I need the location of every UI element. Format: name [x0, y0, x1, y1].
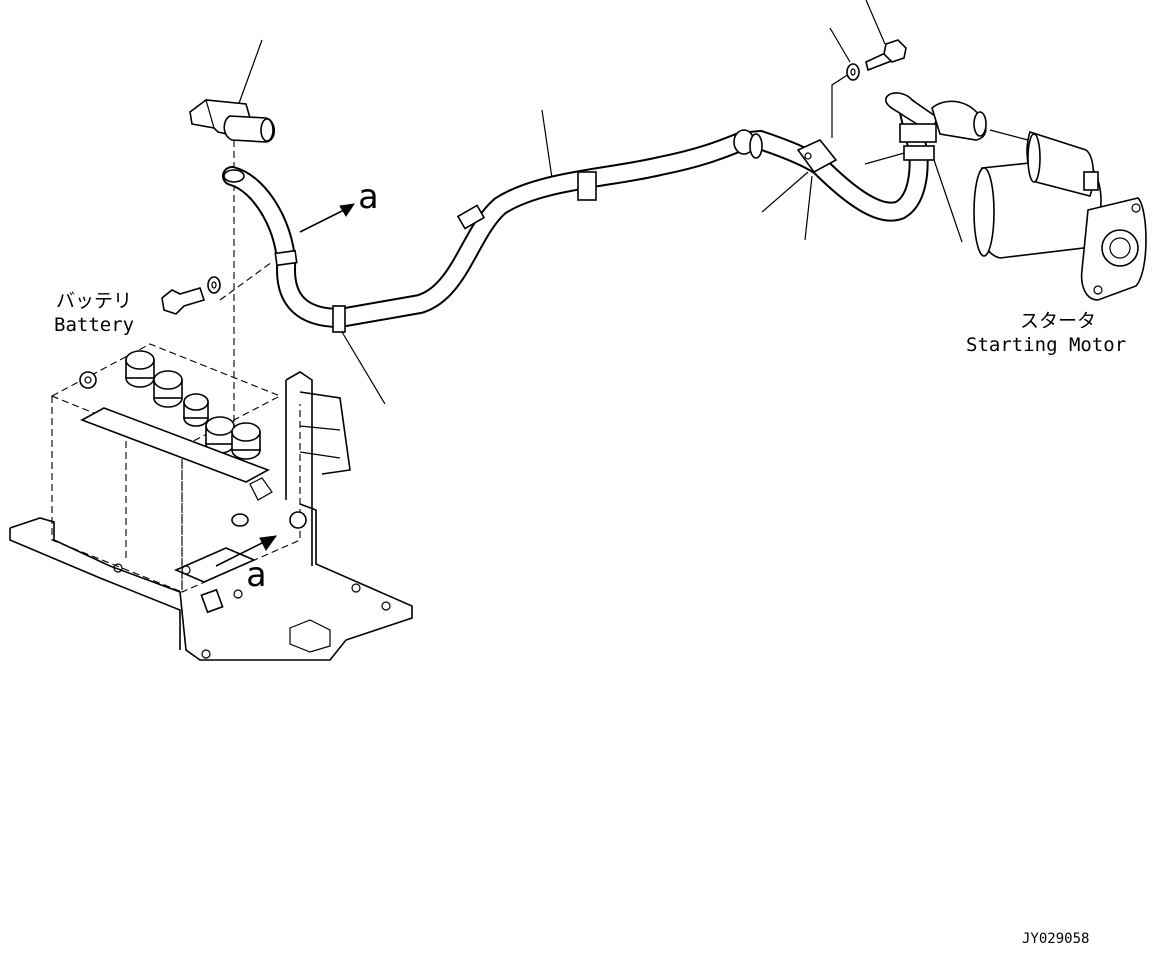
battery-label-jp: バッテリ	[56, 290, 132, 312]
leader-boot	[864, 151, 909, 165]
starter-boot-part	[885, 92, 987, 143]
leader-bolt-top	[865, 0, 886, 45]
leader-terminal-cover	[237, 39, 263, 107]
alignment-lines	[219, 140, 273, 470]
leader-washer	[829, 27, 851, 63]
bolt-washer-top	[846, 39, 907, 81]
starter-label-jp: スタータ	[1020, 310, 1096, 332]
bolt-washer-battery	[161, 276, 221, 315]
view-mark-top: a	[358, 177, 378, 217]
battery-cable	[222, 98, 935, 333]
leader-clamp-right	[761, 171, 809, 213]
leader-washer-chain	[831, 71, 853, 138]
view-mark-bottom: a	[246, 555, 266, 595]
leader-clamp-right-2	[804, 175, 813, 241]
starter-label-en: Starting Motor	[966, 334, 1126, 356]
leader-clamp-left	[341, 331, 386, 405]
leader-cable	[541, 109, 554, 186]
starting-motor-part	[973, 129, 1147, 301]
battery-assembly	[9, 343, 413, 661]
battery-label-en: Battery	[54, 314, 134, 336]
drawing-id: JY029058	[1022, 931, 1089, 947]
view-arrow-bottom	[215, 535, 278, 567]
terminal-cover-part	[189, 99, 276, 143]
view-arrow-top	[299, 203, 356, 233]
leader-lines	[237, 0, 963, 405]
leader-band	[933, 159, 963, 243]
